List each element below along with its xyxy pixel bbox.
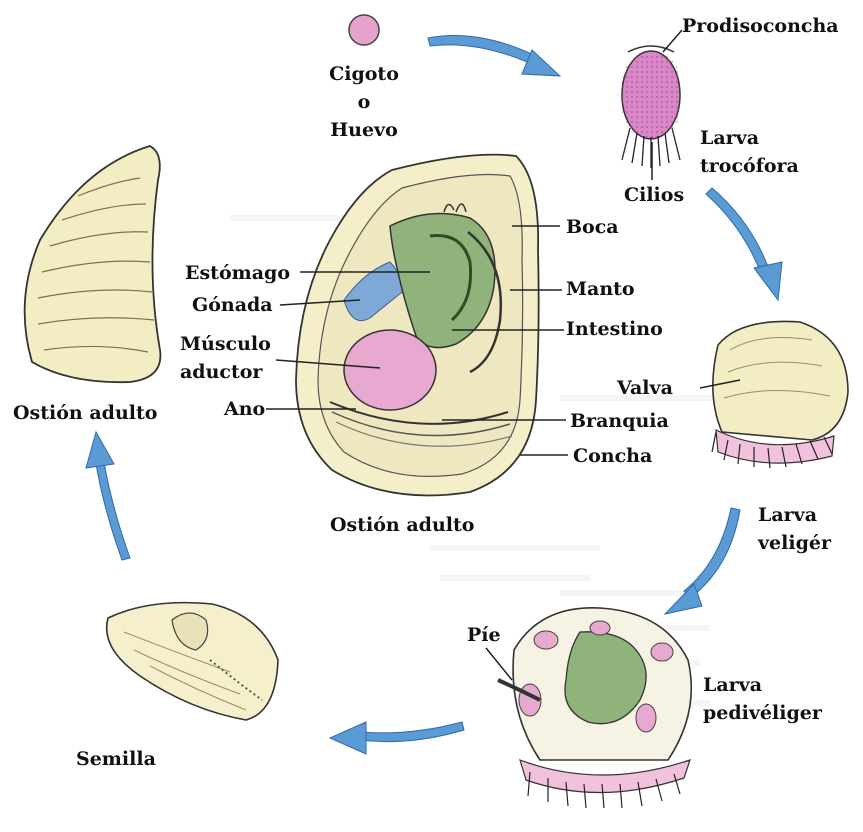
cilia-label: Cilios	[624, 184, 684, 206]
egg-label-line-3: Huevo	[330, 119, 398, 141]
prodisoconch-leader	[663, 30, 682, 52]
arrow-veliger-to-pediveliger	[665, 508, 740, 614]
mantle-label: Manto	[566, 278, 635, 300]
oyster-anatomy-illustration	[296, 155, 539, 496]
pediveliger-label-line-1: Larva	[703, 674, 762, 696]
adult-oyster-shell-illustration	[25, 146, 161, 382]
shell-label: Concha	[573, 445, 652, 467]
seed-label: Semilla	[76, 748, 156, 770]
valve-label: Valva	[616, 377, 673, 399]
adductor-label-line-2: aductor	[180, 361, 263, 383]
arrow-egg-to-trochophore	[428, 36, 560, 77]
gonad-label: Gónada	[192, 294, 273, 316]
veliger-label-line-1: Larva	[758, 504, 817, 526]
pediveliger-label-line-2: pedivéliger	[703, 702, 823, 724]
foot-label: Píe	[467, 624, 501, 646]
trochophore-label-line-2: trocófora	[700, 155, 799, 177]
prodisoconch-label: Prodisoconcha	[682, 15, 839, 37]
anus-label: Ano	[223, 398, 265, 420]
mouth-label: Boca	[566, 216, 619, 238]
trochophore-label-line-1: Larva	[700, 127, 759, 149]
egg-illustration	[349, 15, 379, 45]
stomach-label: Estómago	[185, 262, 290, 284]
pediveliger-larva-illustration	[498, 608, 691, 808]
egg-label-line-2: o	[358, 91, 371, 113]
seed-illustration	[107, 603, 278, 720]
arrow-seed-to-adult	[86, 432, 130, 560]
veliger-larva-illustration	[712, 321, 848, 468]
adductor-label-line-1: Músculo	[180, 333, 271, 355]
anatomy-title: Ostión adulto	[330, 514, 474, 536]
intestine-label: Intestino	[566, 318, 663, 340]
trochophore-larva-illustration	[622, 46, 680, 168]
gill-label: Branquia	[570, 410, 669, 432]
veliger-label-line-2: veligér	[757, 532, 832, 554]
foot-leader	[486, 648, 512, 680]
arrow-pediveliger-to-seed	[330, 722, 464, 754]
arrow-trochophore-to-veliger	[706, 188, 782, 300]
adult-oyster-left-label: Ostión adulto	[13, 402, 157, 424]
egg-label-line-1: Cigoto	[329, 63, 399, 85]
